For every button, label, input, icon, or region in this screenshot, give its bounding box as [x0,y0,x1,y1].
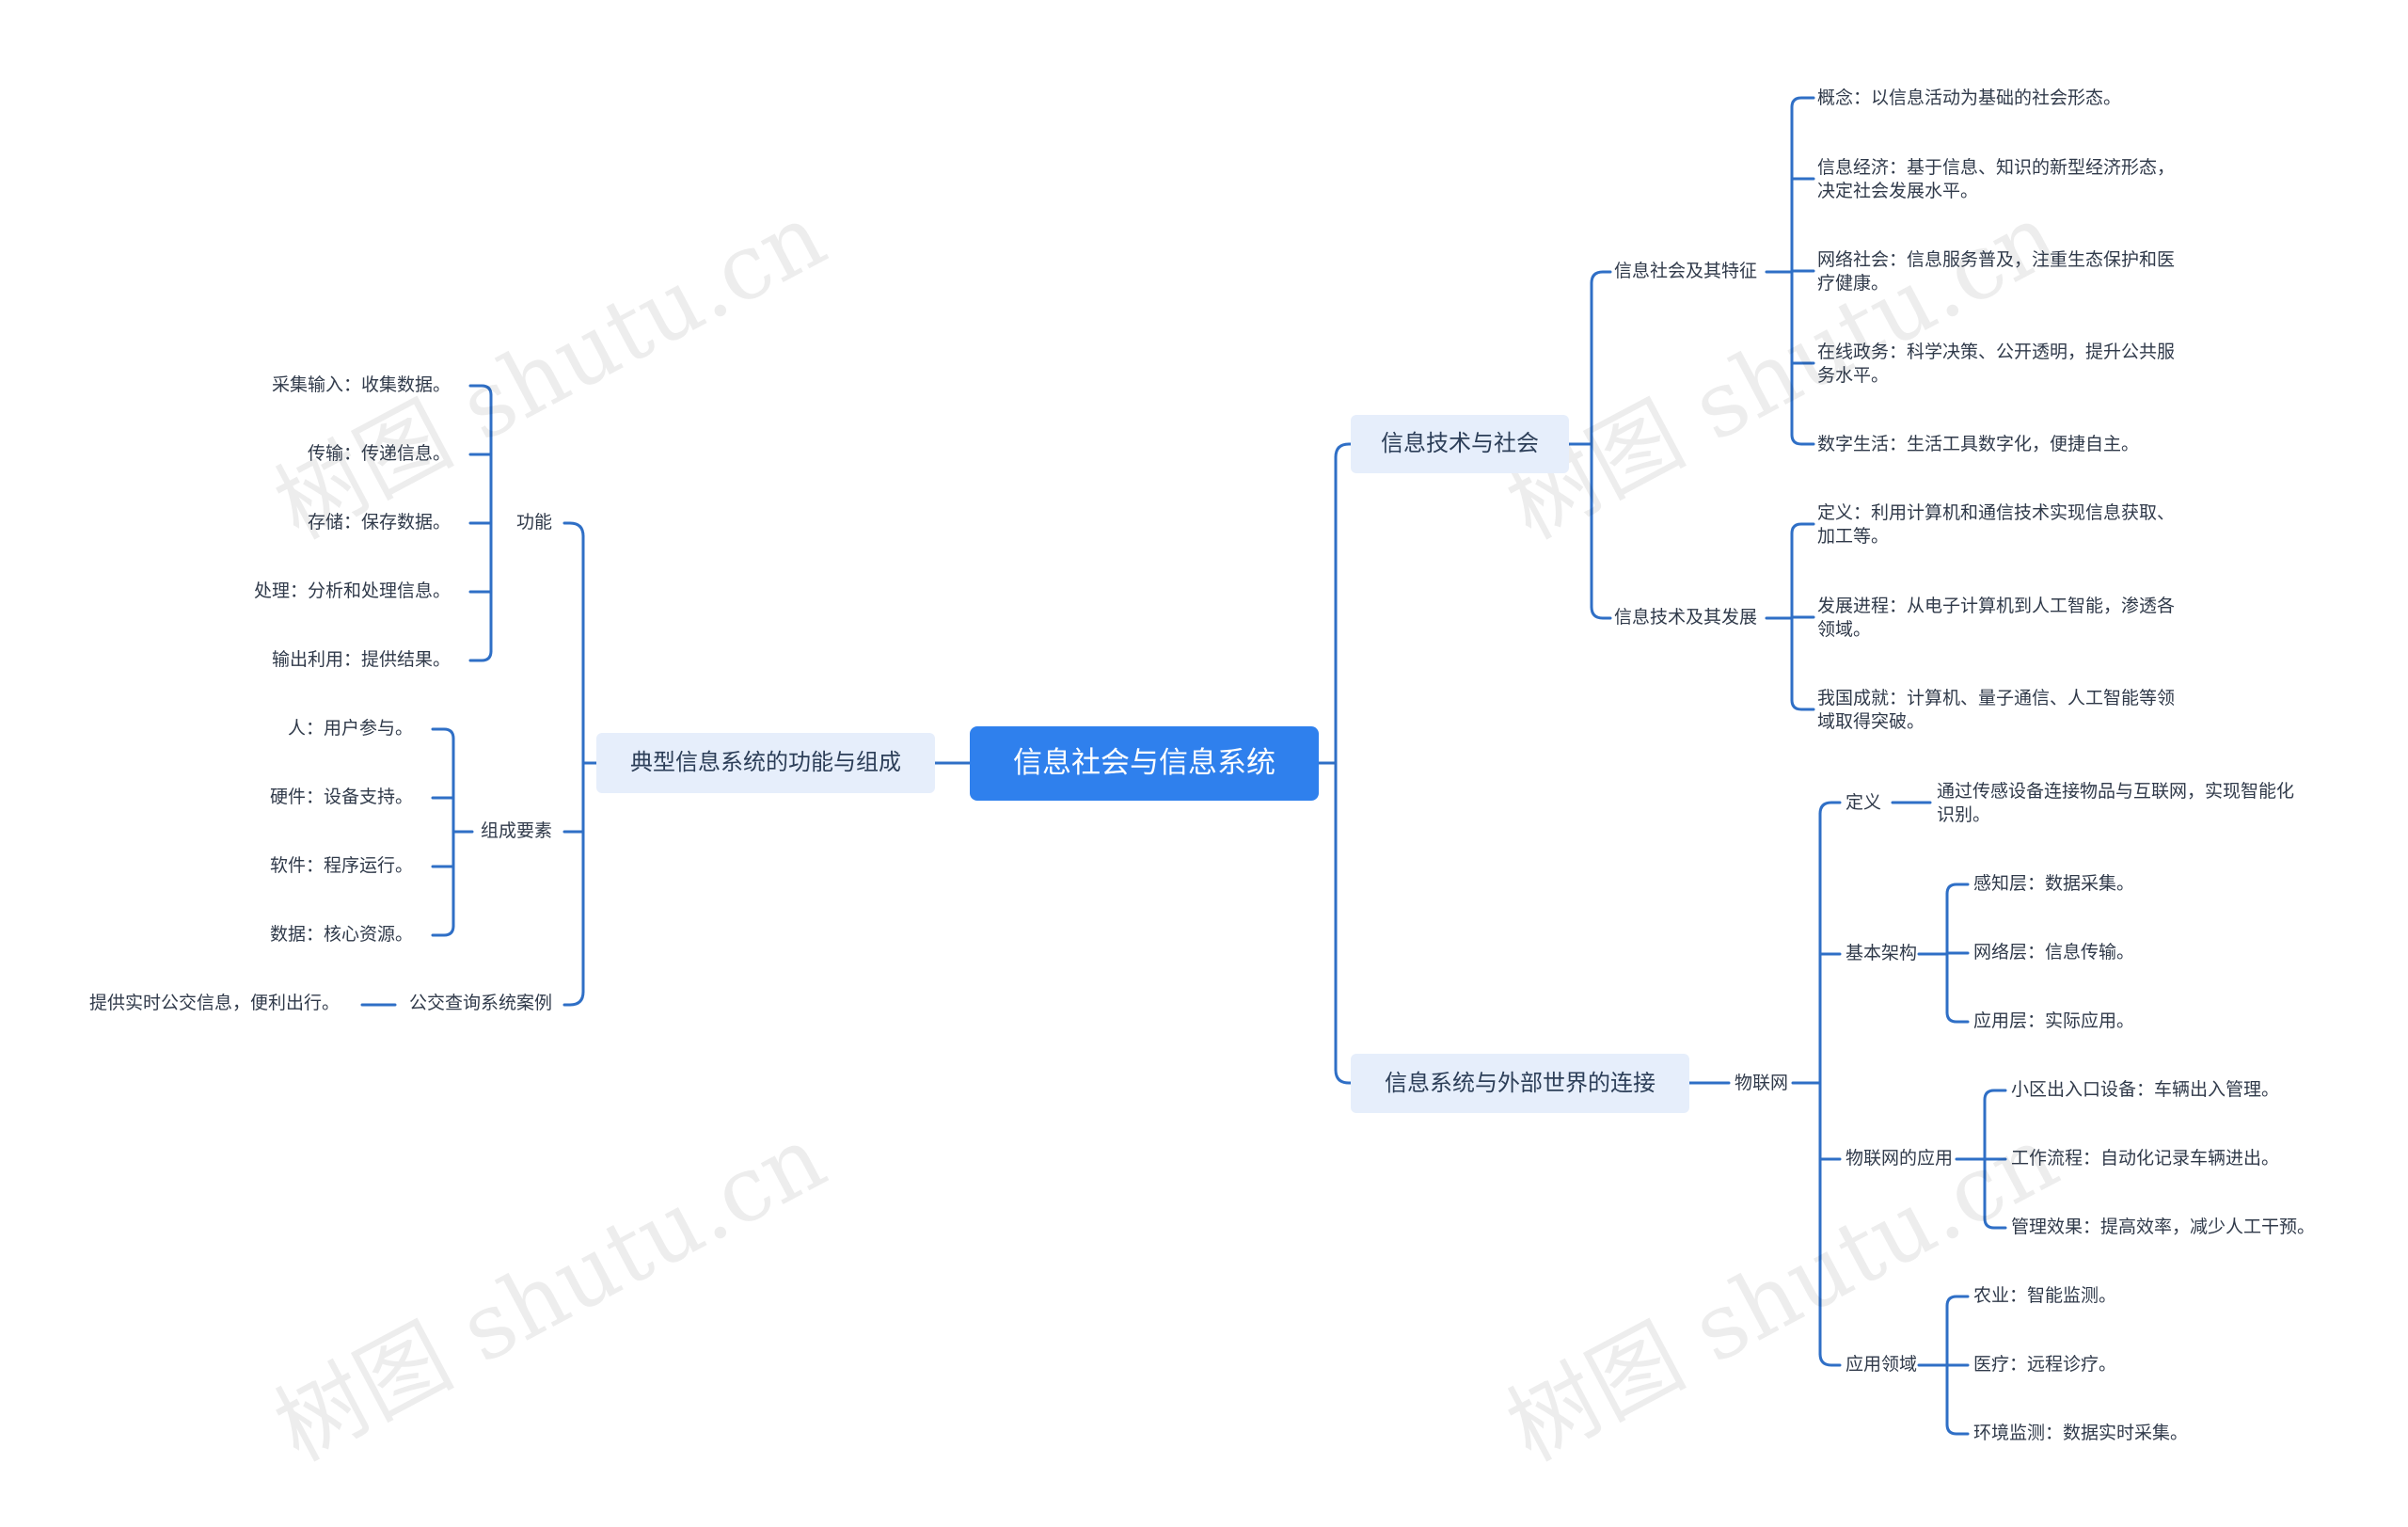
connector-line [1945,1010,1970,1024]
root-topic[interactable]: 信息社会与信息系统 [970,726,1319,801]
connector-line [1945,1423,1970,1436]
topic-it-and-society[interactable]: 信息技术与社会 [1351,415,1569,473]
component-item[interactable]: 数据：核心资源。 [269,924,413,945]
iot-fields[interactable]: 应用领域 [1846,1354,1918,1375]
subtopic-bus-query-case[interactable]: 公交查询系统案例 [408,993,552,1013]
connector-line [1334,442,1353,459]
iot-definition-detail[interactable]: 通过传感设备连接物品与互联网，实现智能化识别。 [1937,781,2295,825]
subtopic-it-development[interactable]: 信息技术及其发展 [1614,607,1758,628]
feature-item[interactable]: 数字生活：生活工具数字化，便捷自主。 [1817,434,2140,454]
field-item[interactable]: 医疗：远程诊疗。 [1973,1354,2117,1375]
subtopic-function[interactable]: 功能 [515,512,552,533]
connector-line [1790,522,1815,535]
architecture-item[interactable]: 感知层：数据采集。 [1973,873,2135,894]
component-item[interactable]: 硬件：设备支持。 [269,787,413,807]
case-detail[interactable]: 提供实时公交信息，便利出行。 [88,993,340,1013]
feature-item[interactable]: 在线政务：科学决策、公开透明，提升公共服务水平。 [1817,342,2176,386]
connector-line [431,727,455,740]
connector-line [562,990,585,1007]
architecture-item[interactable]: 网络层：信息传输。 [1973,942,2135,962]
subtopic-components[interactable]: 组成要素 [480,820,552,841]
feature-item[interactable]: 信息经济：基于信息、知识的新型经济形态，决定社会发展水平。 [1817,157,2176,201]
function-item[interactable]: 输出利用：提供结果。 [271,649,451,670]
connector-line [1334,1068,1353,1085]
development-item[interactable]: 定义：利用计算机和通信技术实现信息获取、加工等。 [1817,502,2176,547]
subtopic-info-society[interactable]: 信息社会及其特征 [1614,261,1758,281]
field-item[interactable]: 环境监测：数据实时采集。 [1973,1423,2189,1443]
function-item[interactable]: 存储：保存数据。 [307,512,451,533]
connector-line [1945,883,1970,896]
iot-definition[interactable]: 定义 [1846,792,1882,813]
subtopic-iot[interactable]: 物联网 [1735,1073,1789,1093]
development-item[interactable]: 我国成就：计算机、量子通信、人工智能等领域取得突破。 [1817,688,2176,732]
application-item[interactable]: 管理效果：提高效率，减少人工干预。 [2011,1217,2316,1237]
connector-line [468,384,493,397]
function-item[interactable]: 传输：传递信息。 [307,443,451,464]
feature-item[interactable]: 网络社会：信息服务普及，注重生态保护和医疗健康。 [1817,249,2176,294]
connector-line [1590,605,1612,620]
field-item[interactable]: 农业：智能监测。 [1973,1285,2117,1306]
connector-line [1790,96,1815,109]
connector-line [468,649,493,662]
connector-line [431,924,455,937]
development-item[interactable]: 发展进程：从电子计算机到人工智能，渗透各领域。 [1817,596,2176,640]
connector-line [562,521,585,538]
connector-line [1790,698,1815,711]
connector-line [1983,1089,2007,1102]
function-item[interactable]: 采集输入：收集数据。 [271,374,451,395]
feature-item[interactable]: 概念：以信息活动为基础的社会形态。 [1817,87,2122,108]
function-item[interactable]: 处理：分析和处理信息。 [253,581,451,601]
application-item[interactable]: 小区出入口设备：车辆出入管理。 [2011,1079,2280,1100]
connector-line [1818,1352,1842,1367]
architecture-item[interactable]: 应用层：实际应用。 [1973,1010,2135,1031]
component-item[interactable]: 软件：程序运行。 [269,855,413,876]
connector-line [1945,1295,1970,1308]
topic-external-connection[interactable]: 信息系统与外部世界的连接 [1351,1054,1689,1113]
connector-line [1790,433,1815,446]
application-item[interactable]: 工作流程：自动化记录车辆进出。 [2011,1148,2280,1169]
iot-application[interactable]: 物联网的应用 [1846,1148,1954,1169]
connector-line [1818,801,1842,816]
component-item[interactable]: 人：用户参与。 [287,718,413,739]
iot-architecture[interactable]: 基本架构 [1846,943,1918,963]
topic-function-composition[interactable]: 典型信息系统的功能与组成 [596,733,935,793]
connector-line [1590,270,1612,285]
connector-line [1983,1217,2007,1230]
